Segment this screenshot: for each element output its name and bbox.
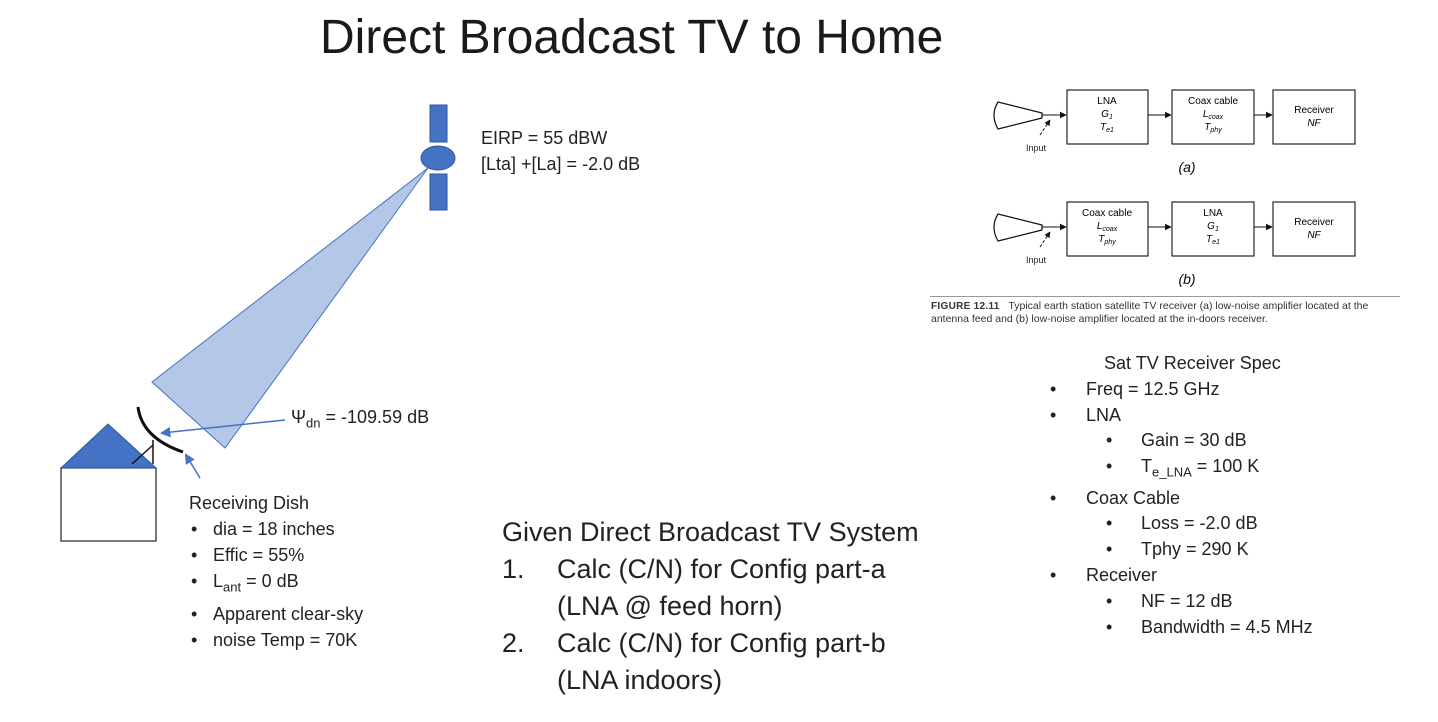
block-label: LNA [1097, 96, 1117, 107]
spec-subitem: NF = 12 dB [1050, 589, 1313, 615]
block-label: Coax cable [1188, 96, 1238, 107]
psi-subscript: dn [306, 415, 321, 431]
spec-subitem: Loss = -2.0 dB [1050, 511, 1313, 537]
satellite-params: EIRP = 55 dBW [Lta] +[La] = -2.0 dB [481, 125, 640, 177]
dish-feed-arm-2 [131, 444, 154, 465]
spec-heading: Sat TV Receiver Spec [1104, 353, 1281, 373]
block-param: Tphy [1204, 122, 1222, 134]
caption-line-1: FIGURE 12.11 Typical earth station satel… [931, 300, 1368, 313]
block-param: NF [1307, 118, 1321, 129]
spec-item: Receiver [1050, 563, 1313, 589]
dish-params: Receiving Dish dia = 18 inches Effic = 5… [189, 490, 363, 653]
path-loss-label: Ψdn = -109.59 dB [291, 407, 429, 431]
house-roof [59, 423, 158, 469]
dish-list: dia = 18 inches Effic = 55% Lant = 0 dB … [189, 516, 363, 653]
caption-text-1: Typical earth station satellite TV recei… [1008, 300, 1369, 312]
te-prefix: T [1141, 456, 1152, 477]
problem-item-sub: (LNA indoors) [557, 665, 723, 695]
item-text: Calc (C/N) for Config part-a [557, 554, 886, 584]
te-suffix: = 100 K [1191, 456, 1260, 477]
dish-reflector [136, 406, 184, 454]
solar-panel-bottom [429, 173, 448, 211]
config-a: Input LNA G1 Te1 Coax cable Lcoax Tphy R… [993, 89, 1356, 175]
subfigure-caption: (a) [1178, 159, 1195, 175]
problem-heading: Given Direct Broadcast TV System [502, 517, 919, 547]
spec-item: LNA [1050, 403, 1313, 429]
block-label: Receiver [1294, 105, 1334, 116]
receiver-spec: Sat TV Receiver Spec Freq = 12.5 GHz LNA… [1050, 351, 1313, 640]
input-label: Input [1026, 143, 1047, 153]
block-label: Receiver [1294, 217, 1334, 228]
problem-item-sub: (LNA @ feed horn) [557, 591, 783, 621]
item-number: 2. [502, 628, 525, 658]
dish-item-text: noise Temp = 70K [213, 629, 358, 650]
config-b: Input Coax cable Lcoax Tphy LNA G1 Te1 R… [993, 201, 1356, 287]
l-ant-sub: ant [223, 579, 242, 595]
block-coax [1171, 89, 1255, 145]
problem-item: 1. Calc (C/N) for Config part-a [502, 551, 919, 588]
eirp-text: EIRP = 55 dBW [481, 128, 608, 148]
input-pointer [1039, 231, 1051, 248]
dish-heading: Receiving Dish [189, 493, 310, 513]
spec-subitem: Tphy = 290 K [1050, 537, 1313, 563]
block-coax [1066, 201, 1149, 257]
block-lna [1066, 89, 1149, 145]
block-param: Te1 [1206, 234, 1220, 246]
feed-horn-icon [993, 213, 1043, 242]
receiver-block-diagram: Input LNA G1 Te1 Coax cable Lcoax Tphy R… [993, 89, 1356, 287]
dish-item: Effic = 55% [191, 542, 363, 568]
dish-item-continued: noise Temp = 70K [191, 627, 363, 653]
broadcast-illustration [59, 104, 456, 542]
slide-title: Direct Broadcast TV to Home [320, 11, 944, 64]
spec-subitem: Te_LNA = 100 K [1050, 454, 1313, 485]
path-loss-arrow [159, 419, 286, 438]
satellite-icon [420, 104, 456, 211]
dish-icon [131, 406, 184, 465]
block-param: Tphy [1098, 234, 1116, 246]
subfigure-caption: (b) [1178, 271, 1195, 287]
block-receiver [1272, 89, 1356, 145]
dish-item: Lant = 0 dB [191, 568, 363, 601]
block-param: NF [1307, 230, 1321, 241]
feed-horn-icon [993, 101, 1043, 130]
dish-item: Apparent clear-sky [191, 601, 363, 627]
block-lna [1171, 201, 1255, 257]
block-param: G1 [1101, 109, 1113, 121]
block-param: G1 [1207, 221, 1219, 233]
losses-text: [Lta] +[La] = -2.0 dB [481, 154, 641, 174]
l-ant-prefix: L [213, 571, 224, 591]
house-icon [59, 423, 158, 542]
caption-line-2: antenna feed and (b) low-noise amplifier… [931, 313, 1268, 325]
spec-item: Freq = 12.5 GHz [1050, 377, 1313, 403]
input-label: Input [1026, 255, 1047, 265]
dish-label-arrow [184, 453, 201, 479]
spec-subitem: Bandwidth = 4.5 MHz [1050, 615, 1313, 641]
satellite-beam [151, 167, 429, 449]
l-ant-suffix: = 0 dB [241, 571, 299, 591]
problem-item: 2. Calc (C/N) for Config part-b [502, 625, 919, 662]
psi-symbol: Ψ [291, 407, 307, 427]
solar-panel-top [429, 104, 448, 143]
problem-statement: Given Direct Broadcast TV System 1. Calc … [502, 514, 919, 699]
block-param: Te1 [1100, 122, 1114, 134]
block-receiver [1272, 201, 1356, 257]
block-param: Lcoax [1097, 221, 1118, 233]
dish-item: dia = 18 inches [191, 516, 363, 542]
block-label: Coax cable [1082, 208, 1132, 219]
path-loss-value: = -109.59 dB [320, 407, 430, 427]
item-number: 1. [502, 554, 525, 584]
te-sub: e_LNA [1152, 464, 1192, 480]
block-param: Lcoax [1203, 109, 1224, 121]
house-wall [60, 467, 157, 542]
spec-item: Coax Cable [1050, 486, 1313, 512]
caption-label: FIGURE 12.11 [931, 301, 1000, 312]
figure-caption: FIGURE 12.11 Typical earth station satel… [931, 300, 1368, 326]
block-label: LNA [1203, 208, 1223, 219]
spec-subitem: Gain = 30 dB [1050, 428, 1313, 454]
satellite-body [420, 145, 456, 171]
input-pointer [1039, 119, 1051, 136]
item-text: Calc (C/N) for Config part-b [557, 628, 886, 658]
figure-caption-rule [930, 296, 1400, 297]
